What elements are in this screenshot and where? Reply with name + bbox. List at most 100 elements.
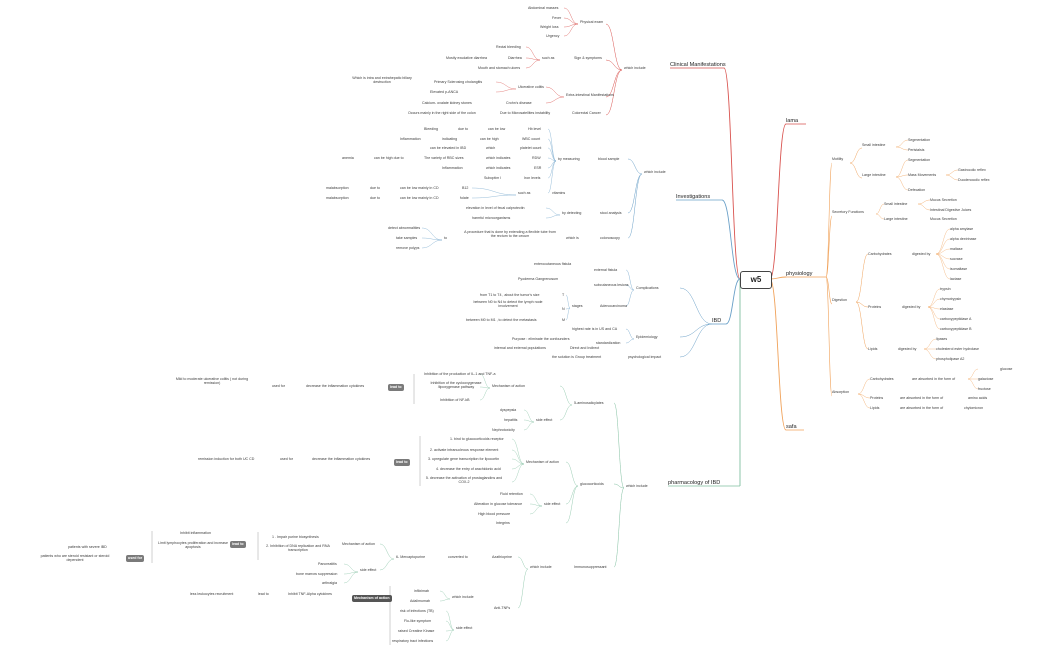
abdominal-masses-node[interactable]: Abdominal masses bbox=[528, 6, 559, 10]
gc-used-for-label[interactable]: used for bbox=[280, 457, 293, 461]
leukocytes-node[interactable]: less leukocytes recruitment bbox=[190, 592, 234, 596]
suboptimal-node[interactable]: Suboptim l bbox=[484, 176, 501, 180]
stages-label[interactable]: stages bbox=[572, 304, 583, 308]
enterocutaneous-node[interactable]: enterocutaneous fistula bbox=[534, 262, 572, 266]
carb-absorbed-form[interactable]: are absorbed in the form of bbox=[912, 377, 956, 381]
mouth-ulcers-node[interactable]: Mouth and stomach ulcers bbox=[478, 66, 521, 70]
absorption-node[interactable]: Absorption bbox=[832, 390, 850, 394]
purpose-node[interactable]: Purpose : eliminate the confounders bbox=[512, 337, 570, 341]
colonoscopy-definition[interactable]: A procedure that is done by extending a … bbox=[464, 230, 556, 238]
root-node[interactable]: w5 bbox=[740, 271, 772, 289]
subcutaneous-node[interactable]: subcutaneous lesions bbox=[594, 283, 629, 287]
asa-side-effect-node[interactable]: side effect bbox=[536, 418, 553, 422]
lactase-node[interactable]: lactase bbox=[950, 277, 962, 281]
inhibit-inflammation-node[interactable]: Inhibit inflammation bbox=[180, 531, 211, 535]
risk-infections-node[interactable]: risk of infections (TB) bbox=[400, 609, 434, 613]
which-indicates-label-2[interactable]: which indicates bbox=[486, 166, 511, 170]
pharm-which-include[interactable]: which include bbox=[626, 484, 648, 488]
gc-step-3[interactable]: 3. upregulate gene transcription for lip… bbox=[428, 457, 500, 461]
rbc-variety-node[interactable]: The variety of RBC sizes bbox=[424, 156, 464, 160]
high-due-to-label[interactable]: can be high due to bbox=[374, 156, 404, 160]
gc-step-2[interactable]: 2. activate intranucleous response eleme… bbox=[430, 448, 499, 452]
infliximab-node[interactable]: infliximab bbox=[414, 589, 429, 593]
adalimumab-node[interactable]: Adalimumab bbox=[410, 599, 430, 603]
inhibit-tnf-node[interactable]: Inhibit TNF-Alpha cytokines bbox=[288, 592, 332, 596]
bone-marrow-node[interactable]: bone marrow suppression bbox=[296, 572, 338, 576]
tnf-moa-tag[interactable]: Mechanism of action bbox=[352, 595, 392, 602]
branch-investigations[interactable]: Investigations bbox=[676, 194, 711, 200]
iron-node[interactable]: Iron levels bbox=[524, 176, 541, 180]
malabsorption-node[interactable]: malabsorption bbox=[326, 186, 349, 190]
proteins-node[interactable]: Proteins bbox=[868, 305, 882, 309]
blood-sample-node[interactable]: blood sample bbox=[598, 157, 620, 161]
inhibit-dna-node[interactable]: 2. Inhibition of DNA replication and RNA… bbox=[266, 544, 330, 552]
defecation-node[interactable]: Defecation bbox=[908, 188, 926, 192]
amino-acids-node[interactable]: amino acids bbox=[968, 396, 988, 400]
such-as-label[interactable]: such as bbox=[542, 56, 555, 60]
converted-to-label[interactable]: converted to bbox=[448, 555, 468, 559]
rdw-node[interactable]: RDW bbox=[532, 156, 541, 160]
nfkb-node[interactable]: Inhibition of NF-kB bbox=[440, 398, 470, 402]
platelet-node[interactable]: platelet count bbox=[520, 146, 542, 150]
steroid-resistant-node[interactable]: patients who are steroid resistant or st… bbox=[40, 554, 110, 562]
lipid-absorbed-form[interactable]: are absorbed in the form of bbox=[900, 406, 944, 410]
by-detecting-label[interactable]: by detecting bbox=[562, 211, 582, 215]
low-cd-label[interactable]: can be low mainly in CD bbox=[400, 186, 439, 190]
carbohydrates-node[interactable]: Carbohydrates bbox=[868, 252, 892, 256]
mercaptopurine-node[interactable]: 6- Mercaptopurine bbox=[396, 555, 426, 559]
remission-node[interactable]: remission induction for both UC CD bbox=[198, 457, 255, 461]
glucocorticoids-node[interactable]: glucocorticoids bbox=[580, 482, 604, 486]
severe-ibd-node[interactable]: patients with severe IBD bbox=[68, 545, 107, 549]
aza-side-effect-node[interactable]: side effect bbox=[360, 568, 377, 572]
m-stage[interactable]: M bbox=[562, 318, 565, 322]
mild-uc-node[interactable]: Mild to moderate ulcerative colitis ( no… bbox=[175, 377, 249, 385]
colorectal-cancer-node[interactable]: Colorectal Cancer bbox=[572, 111, 601, 115]
can-be-low-label[interactable]: can be low bbox=[488, 127, 506, 131]
proteins-node-2[interactable]: Proteins bbox=[870, 396, 884, 400]
n-stage[interactable]: N bbox=[562, 307, 565, 311]
fructose-node[interactable]: fructose bbox=[978, 387, 991, 391]
integrins-node[interactable]: Integrins bbox=[496, 521, 510, 525]
malabsorption-node-2[interactable]: malabsorption bbox=[326, 196, 349, 200]
elevated-ibd-label[interactable]: can be elevated in IBD bbox=[430, 146, 467, 150]
microsatellite-node[interactable]: Due to Microsatellites instability bbox=[500, 111, 551, 115]
gc-step-1[interactable]: 1. bind to glucocorticoids receptor bbox=[450, 437, 504, 441]
fluid-retention-node[interactable]: Fluid retention bbox=[500, 492, 523, 496]
external-fistula-node[interactable]: external fistula bbox=[594, 268, 618, 272]
arthralgia-node[interactable]: arthralgia bbox=[322, 581, 337, 585]
low-cd-label-2[interactable]: can be low mainly in CD bbox=[400, 196, 439, 200]
secretory-node[interactable]: Secretory Functions bbox=[832, 210, 864, 214]
dyspepsia-node[interactable]: dyspepsia bbox=[500, 408, 517, 412]
weight-loss-node[interactable]: Weight loss bbox=[540, 25, 559, 29]
ulcerative-colitis-node[interactable]: Ulcerative colitis bbox=[518, 85, 544, 89]
branch-lama[interactable]: lama bbox=[786, 118, 799, 124]
respiratory-infections-node[interactable]: respiratory tract infections bbox=[392, 639, 434, 643]
hepatitis-node[interactable]: hepatitis bbox=[504, 418, 518, 422]
elastase-node[interactable]: elastase bbox=[940, 307, 954, 311]
fever-node[interactable]: Fever bbox=[552, 16, 562, 20]
large-intestine-node-2[interactable]: Large intestine bbox=[884, 217, 908, 221]
nephrotoxicity-node[interactable]: Nephrotoxicity bbox=[492, 428, 515, 432]
carboxypeptidase-b-node[interactable]: carboxypeptidase B bbox=[940, 327, 972, 331]
such-as-label-2[interactable]: such as bbox=[518, 191, 531, 195]
branch-ibd[interactable]: IBD bbox=[712, 318, 722, 324]
hb-node[interactable]: Hb level bbox=[528, 127, 541, 131]
due-to-label[interactable]: due to bbox=[458, 127, 468, 131]
which-indicates-label[interactable]: which indicates bbox=[486, 156, 511, 160]
invest-which-include[interactable]: which include bbox=[644, 170, 666, 174]
diarrhea-node[interactable]: Diarrhea bbox=[508, 56, 522, 60]
gc-step-4[interactable]: 4. decrease the entry of arachidonic aci… bbox=[436, 467, 501, 471]
high-bp-node[interactable]: High blood pressure bbox=[478, 512, 511, 516]
cholesterol-ester-node[interactable]: cholesterol ester hydrolase bbox=[936, 347, 979, 351]
anemia-node[interactable]: anemia bbox=[342, 156, 354, 160]
exudative-diarrhea-node[interactable]: Mostly exudative diarrhea bbox=[446, 56, 487, 60]
can-be-high-label[interactable]: can be high bbox=[480, 137, 499, 141]
inflammation-node-2[interactable]: Inflammation bbox=[442, 166, 463, 170]
asa-used-for-label[interactable]: used for bbox=[272, 384, 285, 388]
due-to-label-2[interactable]: due to bbox=[370, 186, 380, 190]
calprotectin-node[interactable]: elevation in level of fecal calprotectin bbox=[466, 206, 525, 210]
bleeding-node[interactable]: Bleeding bbox=[424, 127, 438, 131]
branch-safa[interactable]: safa bbox=[786, 424, 797, 430]
cox-node[interactable]: Inhibition of the cyclooxygenase /lipoxy… bbox=[430, 381, 482, 389]
carbohydrates-node-2[interactable]: Carbohydrates bbox=[870, 377, 894, 381]
